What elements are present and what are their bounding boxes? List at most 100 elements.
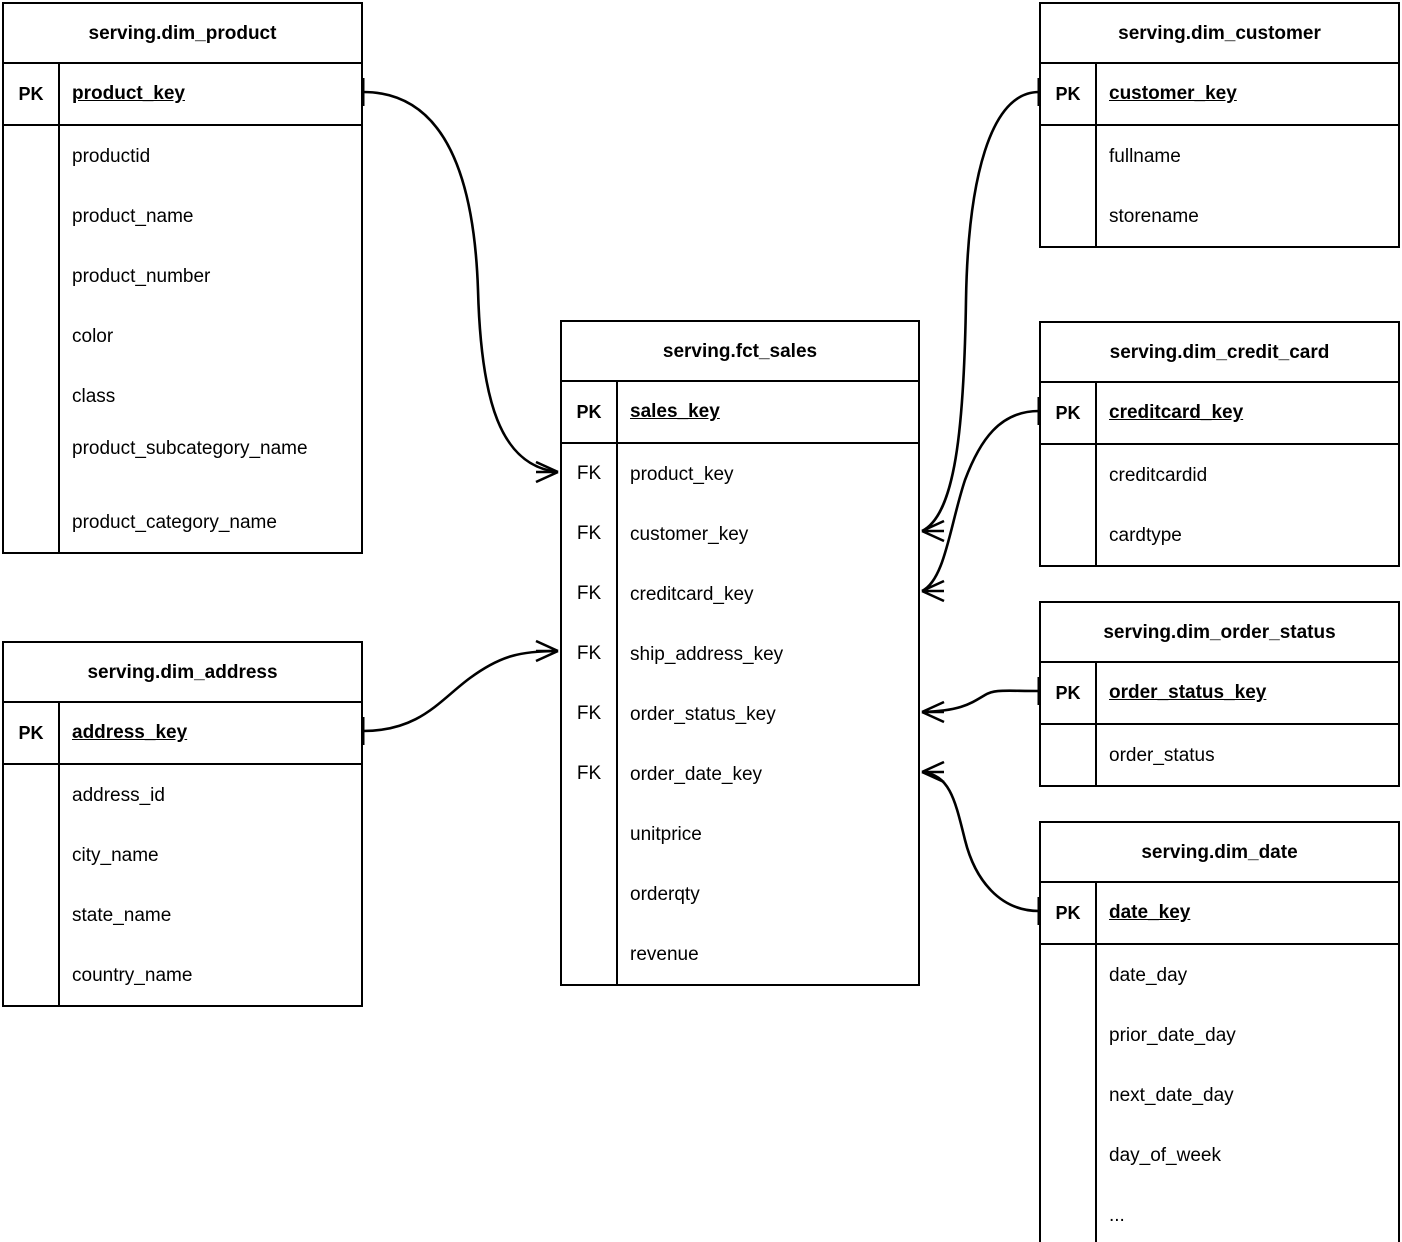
relationship-product-sales xyxy=(361,78,559,484)
pk-field-fct-sales: sales_key xyxy=(618,382,918,442)
attribute-list-dim-order-status: order_status xyxy=(1097,725,1398,785)
attribute-item: state_name xyxy=(72,904,172,926)
pk-badge: PK xyxy=(4,64,60,124)
fk-badge-column: FK FK FK FK FK FK xyxy=(562,444,618,984)
pk-field-dim-order-status: order_status_key xyxy=(1097,663,1398,723)
attribute-item: storename xyxy=(1109,205,1199,227)
relationship-orderstatus-sales xyxy=(921,677,1041,724)
pk-field-label: order_status_key xyxy=(1109,682,1267,703)
attribute-item: prior_date_day xyxy=(1109,1024,1236,1046)
pk-badge: PK xyxy=(562,382,618,442)
pk-field-dim-date: date_key xyxy=(1097,883,1398,943)
attributes-row-dim-product: productid product_name product_number co… xyxy=(4,126,361,552)
relationship-address-sales xyxy=(361,639,559,745)
entity-dim-date[interactable]: serving.dim_date PK date_key date_day pr… xyxy=(1039,821,1400,1242)
entity-title-dim-address: serving.dim_address xyxy=(4,643,361,703)
attributes-row-dim-address: address_id city_name state_name country_… xyxy=(4,765,361,1005)
attribute-item: productid xyxy=(72,145,151,167)
pk-badge: PK xyxy=(1041,64,1097,124)
measure-item: unitprice xyxy=(630,823,702,845)
attributes-row-dim-credit-card: creditcardid cardtype xyxy=(1041,445,1398,565)
entity-dim-order-status[interactable]: serving.dim_order_status PK order_status… xyxy=(1039,601,1400,787)
attribute-list-dim-address: address_id city_name state_name country_… xyxy=(60,765,361,1005)
field-list-fct-sales: product_key customer_key creditcard_key … xyxy=(618,444,918,984)
entity-title-fct-sales: serving.fct_sales xyxy=(562,322,918,382)
attribute-item: next_date_day xyxy=(1109,1084,1234,1106)
attribute-list-dim-credit-card: creditcardid cardtype xyxy=(1097,445,1398,565)
pk-field-label: product_key xyxy=(72,83,185,104)
pk-row-dim-order-status: PK order_status_key xyxy=(1041,663,1398,725)
entity-dim-product[interactable]: serving.dim_product PK product_key produ… xyxy=(2,2,363,554)
pk-row-dim-customer: PK customer_key xyxy=(1041,64,1398,126)
measure-item: orderqty xyxy=(630,883,700,905)
attribute-item: country_name xyxy=(72,964,193,986)
gutter-empty xyxy=(1041,126,1097,246)
fk-badge: FK xyxy=(576,763,602,784)
entity-title-dim-order-status: serving.dim_order_status xyxy=(1041,603,1398,663)
entity-title-dim-product: serving.dim_product xyxy=(4,4,361,64)
entity-title-dim-customer: serving.dim_customer xyxy=(1041,4,1398,64)
attribute-item-ellipsis: ... xyxy=(1109,1204,1125,1226)
attributes-row-dim-customer: fullname storename xyxy=(1041,126,1398,246)
pk-field-label: customer_key xyxy=(1109,83,1237,104)
fk-badge: FK xyxy=(576,703,602,724)
pk-field-label: sales_key xyxy=(630,401,720,422)
gutter-empty xyxy=(562,864,616,924)
pk-field-label: address_key xyxy=(72,722,188,743)
pk-row-dim-credit-card: PK creditcard_key xyxy=(1041,383,1398,445)
gutter-empty xyxy=(1041,945,1097,1242)
attributes-row-dim-order-status: order_status xyxy=(1041,725,1398,785)
fk-field-item: order_date_key xyxy=(630,763,763,785)
gutter-empty xyxy=(4,126,60,552)
attribute-item: product_subcategory_name xyxy=(72,438,308,459)
relationship-date-sales xyxy=(921,760,1041,925)
fk-badge: FK xyxy=(576,463,602,484)
pk-field-dim-credit-card: creditcard_key xyxy=(1097,383,1398,443)
entity-fct-sales[interactable]: serving.fct_sales PK sales_key FK FK FK … xyxy=(560,320,920,986)
relationship-creditcard-sales xyxy=(921,397,1041,603)
entity-dim-address[interactable]: serving.dim_address PK address_key addre… xyxy=(2,641,363,1007)
pk-field-label: date_key xyxy=(1109,902,1191,923)
fk-field-item: product_key xyxy=(630,463,734,485)
pk-field-dim-address: address_key xyxy=(60,703,361,763)
fk-field-item: ship_address_key xyxy=(630,643,784,665)
fk-field-item: order_status_key xyxy=(630,703,776,725)
fk-badge: FK xyxy=(576,583,602,604)
attribute-item: product_name xyxy=(72,205,194,227)
fk-badge: FK xyxy=(576,523,602,544)
gutter-empty xyxy=(4,765,60,1005)
pk-badge: PK xyxy=(1041,383,1097,443)
fk-field-item: customer_key xyxy=(630,523,749,545)
attribute-item: day_of_week xyxy=(1109,1144,1221,1166)
attribute-item: date_day xyxy=(1109,964,1188,986)
pk-field-dim-customer: customer_key xyxy=(1097,64,1398,124)
gutter-empty xyxy=(562,924,616,984)
entity-dim-credit-card[interactable]: serving.dim_credit_card PK creditcard_ke… xyxy=(1039,321,1400,567)
gutter-empty xyxy=(1041,725,1097,785)
entity-dim-customer[interactable]: serving.dim_customer PK customer_key ful… xyxy=(1039,2,1400,248)
attribute-list-dim-date: date_day prior_date_day next_date_day da… xyxy=(1097,945,1398,1242)
attribute-item: class xyxy=(72,385,116,407)
attribute-item: cardtype xyxy=(1109,524,1182,546)
pk-badge: PK xyxy=(1041,883,1097,943)
attribute-item: order_status xyxy=(1109,744,1215,766)
attribute-list-dim-customer: fullname storename xyxy=(1097,126,1398,246)
fields-row-fct-sales: FK FK FK FK FK FK product_key customer_k… xyxy=(562,444,918,984)
entity-title-dim-date: serving.dim_date xyxy=(1041,823,1398,883)
attribute-list-dim-product: productid product_name product_number co… xyxy=(60,126,361,552)
attribute-item: fullname xyxy=(1109,145,1181,167)
gutter-empty xyxy=(562,804,616,864)
pk-row-dim-product: PK product_key xyxy=(4,64,361,126)
gutter-empty xyxy=(1041,445,1097,565)
pk-field-dim-product: product_key xyxy=(60,64,361,124)
pk-badge: PK xyxy=(1041,663,1097,723)
pk-row-dim-date: PK date_key xyxy=(1041,883,1398,945)
fk-field-item: creditcard_key xyxy=(630,583,754,605)
pk-row-fct-sales: PK sales_key xyxy=(562,382,918,444)
attribute-item: product_number xyxy=(72,265,211,287)
fk-badge: FK xyxy=(576,643,602,664)
attribute-item: product_category_name xyxy=(72,511,277,533)
pk-badge: PK xyxy=(4,703,60,763)
attribute-item: city_name xyxy=(72,844,159,866)
